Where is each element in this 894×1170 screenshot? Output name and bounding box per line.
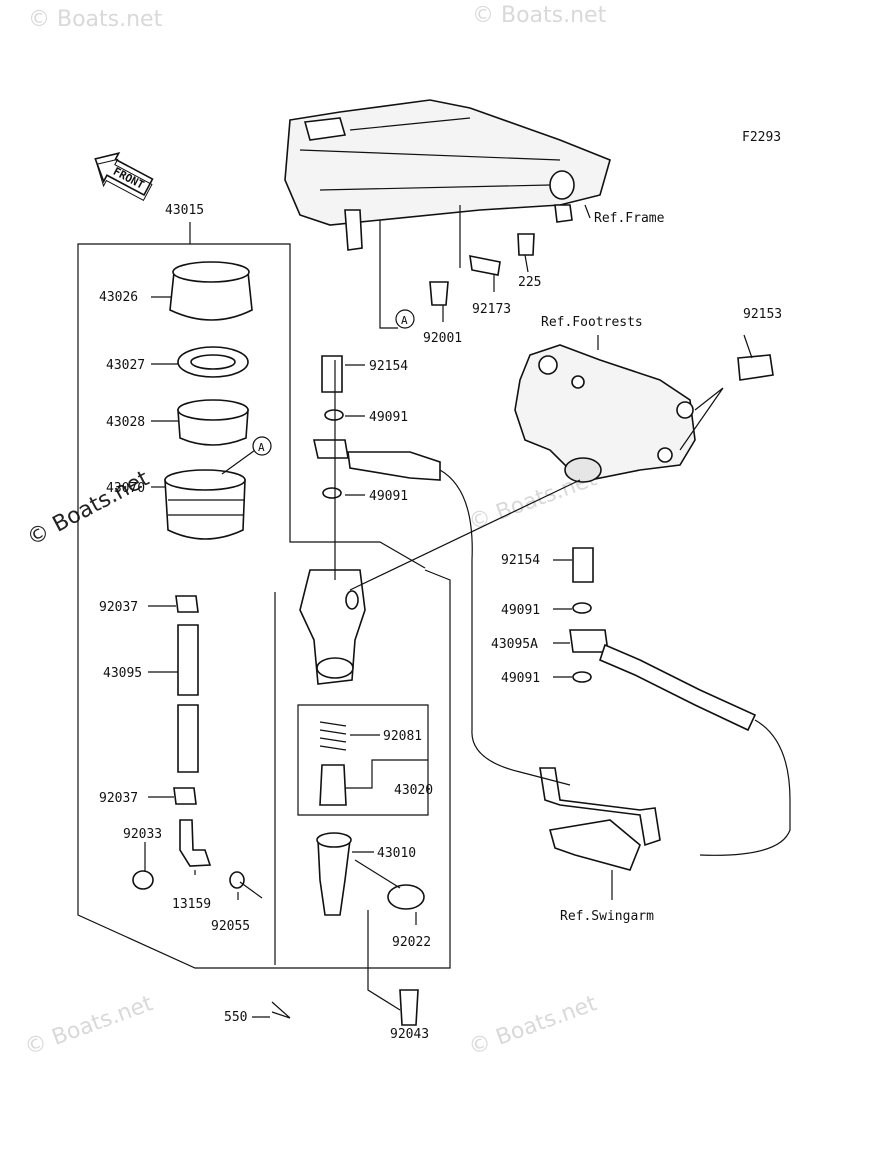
part-label: 49091: [369, 489, 408, 504]
part-label: 43027: [106, 358, 145, 373]
part-label: 92153: [743, 307, 782, 322]
svg-text:A: A: [258, 441, 265, 454]
ref-footrests-label: Ref.Footrests: [541, 315, 643, 330]
part-label: 43026: [99, 290, 138, 305]
leader-lines: [77, 204, 791, 1018]
reservoir-parts: [132, 261, 253, 890]
part-label: 92055: [211, 919, 250, 934]
part-label: 43070: [106, 481, 145, 496]
svg-text:A: A: [401, 314, 408, 327]
watermark: © Boats.net: [22, 991, 157, 1061]
part-label: 49091: [501, 671, 540, 686]
part-label: 92033: [123, 827, 162, 842]
part-label: 13159: [172, 897, 211, 912]
footrest-bracket-drawing: [514, 344, 696, 483]
part-label: 225: [518, 275, 541, 290]
swingarm-bracket-drawing: [539, 767, 661, 871]
marker-a: A: [395, 309, 415, 329]
part-label: 92001: [423, 331, 462, 346]
part-label: 43015: [165, 203, 204, 218]
part-label: 92154: [501, 553, 540, 568]
part-label: 550: [224, 1010, 247, 1025]
ref-frame-label: Ref.Frame: [594, 211, 665, 226]
part-labels: 43015 43026 43027 43028 43070 92037 4309…: [99, 203, 782, 1042]
part-label: 92043: [390, 1027, 429, 1042]
part-label: 92037: [99, 791, 138, 806]
master-cylinder-parts: [271, 569, 425, 1026]
front-arrow-icon: FRONT: [94, 151, 154, 201]
part-label: 43095A: [491, 637, 538, 652]
part-label: 92173: [472, 302, 511, 317]
part-label: 43010: [377, 846, 416, 861]
part-label: 49091: [501, 603, 540, 618]
part-label: 92022: [392, 935, 431, 950]
frame-drawing: [284, 99, 611, 251]
watermark: © Boats.net: [28, 7, 163, 32]
part-label: 43020: [394, 783, 433, 798]
part-label: 92037: [99, 600, 138, 615]
watermark: © Boats.net: [466, 991, 601, 1061]
hose-parts: [313, 233, 774, 732]
marker-a: A: [252, 436, 272, 456]
part-label: 43028: [106, 415, 145, 430]
part-label: 92081: [383, 729, 422, 744]
watermark: © Boats.net: [472, 3, 607, 28]
part-label: 43095: [103, 666, 142, 681]
part-label: 49091: [369, 410, 408, 425]
figure-code: F2293: [742, 130, 781, 145]
part-label: 92154: [369, 359, 408, 374]
ref-swingarm-label: Ref.Swingarm: [560, 909, 654, 924]
watermark-prominent: © Boats.net: [23, 466, 154, 551]
